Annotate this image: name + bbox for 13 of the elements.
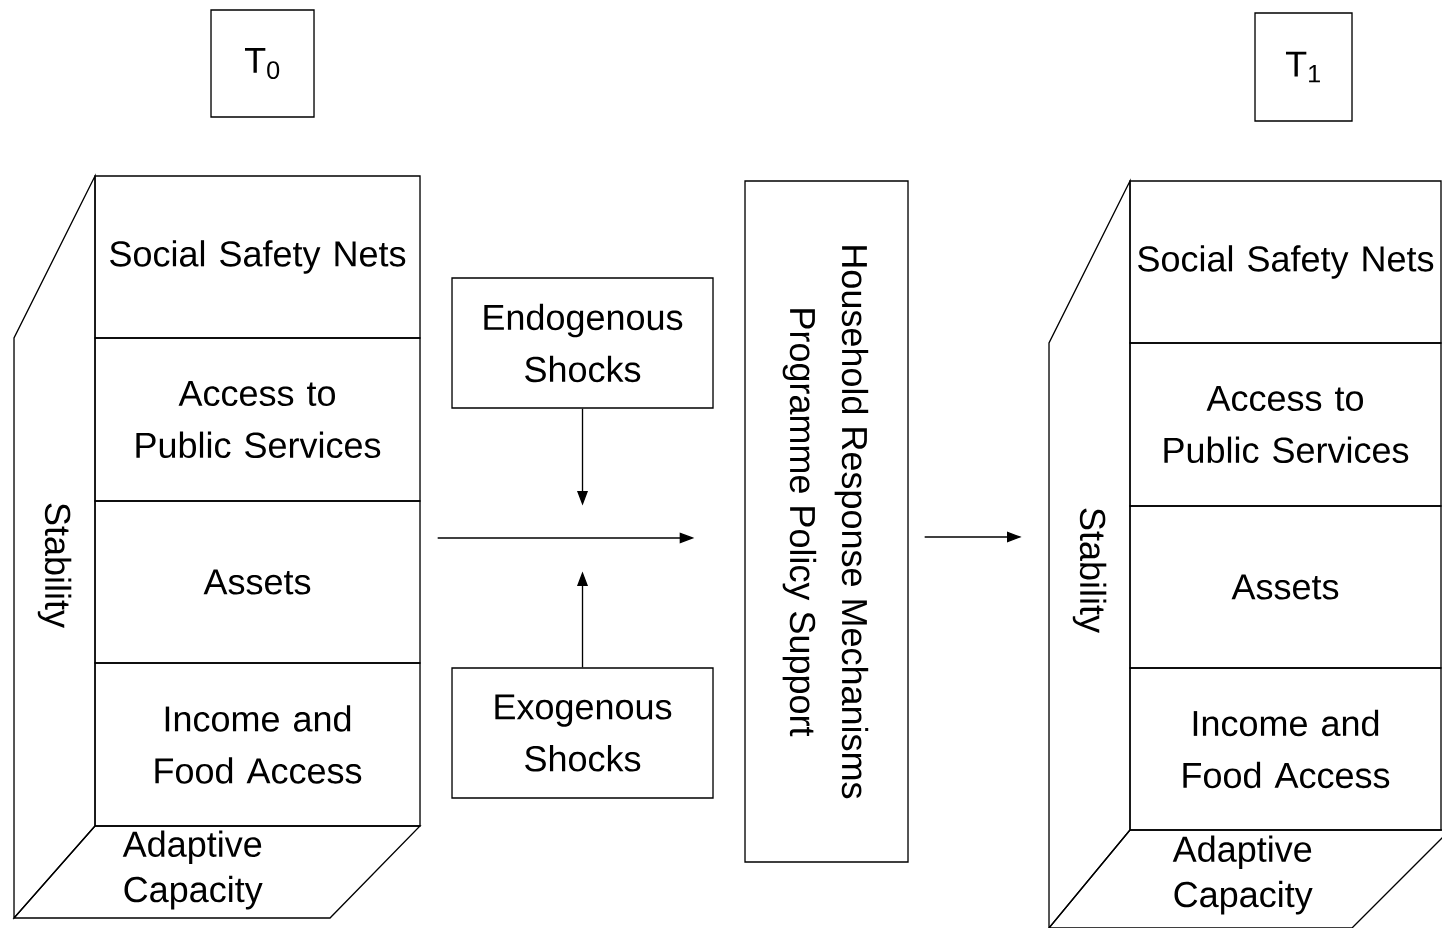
text-box: Access to Public Services bbox=[1129, 342, 1442, 507]
text-box: Social Safety Nets bbox=[1129, 180, 1442, 344]
text-box: T$_{1}$ bbox=[1254, 12, 1353, 122]
text-box: Income and Food Access bbox=[94, 662, 421, 827]
text-box: Household Response Mechanisms Programme Policy Support bbox=[744, 180, 909, 863]
text-box: Assets bbox=[94, 500, 421, 664]
text-box: Income and Food Access bbox=[1129, 667, 1442, 831]
text-box: Endogenous Shocks bbox=[451, 277, 714, 409]
text-box: Exogenous Shocks bbox=[451, 667, 714, 799]
text-box: Access to Public Services bbox=[94, 337, 421, 502]
text-box: Social Safety Nets bbox=[94, 175, 421, 339]
text-box: Assets bbox=[1129, 505, 1442, 669]
text-box: T$_{0}$ bbox=[210, 9, 315, 118]
